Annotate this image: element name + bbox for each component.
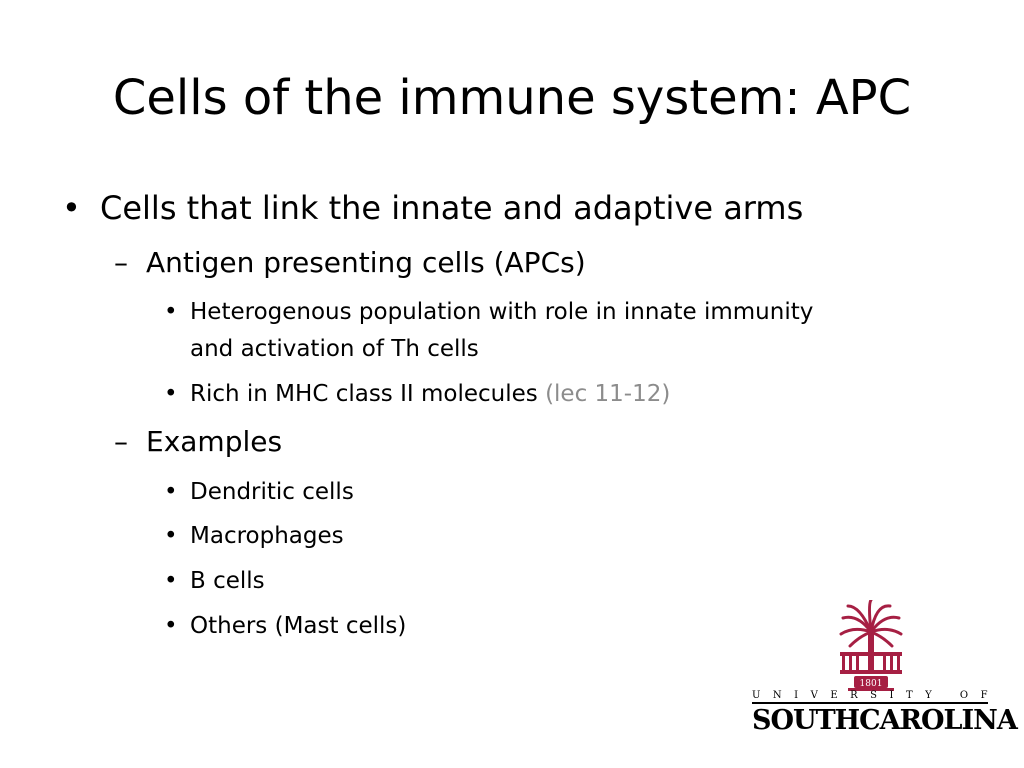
dash-marker: –	[114, 425, 128, 458]
palmetto-seal-icon	[839, 600, 903, 691]
logo-text-south-carolina: SOUTHCAROLINA	[752, 705, 1018, 736]
seal-year: 1801	[860, 679, 883, 689]
bullet-marker: •	[164, 613, 178, 639]
logo-rule	[752, 702, 988, 704]
bullet-marker: •	[164, 299, 178, 325]
bullet-text: Heterogenous population with role in inn…	[190, 299, 814, 325]
bullet-text: Antigen presenting cells (APCs)	[146, 246, 586, 279]
dash-marker: –	[114, 246, 128, 279]
bullet-text: Dendritic cells	[190, 479, 354, 505]
bullet-text: Cells that link the innate and adaptive …	[100, 189, 804, 227]
slide-title: Cells of the immune system: APC	[112, 70, 912, 126]
bullet-text: Macrophages	[190, 523, 344, 549]
bullet-text: B cells	[190, 568, 265, 594]
university-logo: 1801	[839, 600, 903, 691]
bullet-marker: •	[164, 568, 178, 594]
bullet-text-main: Rich in MHC class II molecules	[190, 381, 546, 407]
bullet-marker: •	[164, 381, 178, 407]
lecture-reference: (lec 11-12)	[545, 381, 671, 407]
bullet-text: Examples	[146, 425, 283, 458]
logo-text-university-of: UNIVERSITY OF	[752, 690, 1001, 701]
bullet-marker: •	[164, 523, 178, 549]
bullet-marker: •	[62, 189, 81, 227]
bullet-text: Rich in MHC class II molecules (lec 11-1…	[190, 376, 670, 412]
bullet-text: and activation of Th cells	[190, 336, 479, 362]
bullet-text: Others (Mast cells)	[190, 613, 407, 639]
bullet-marker: •	[164, 479, 178, 505]
